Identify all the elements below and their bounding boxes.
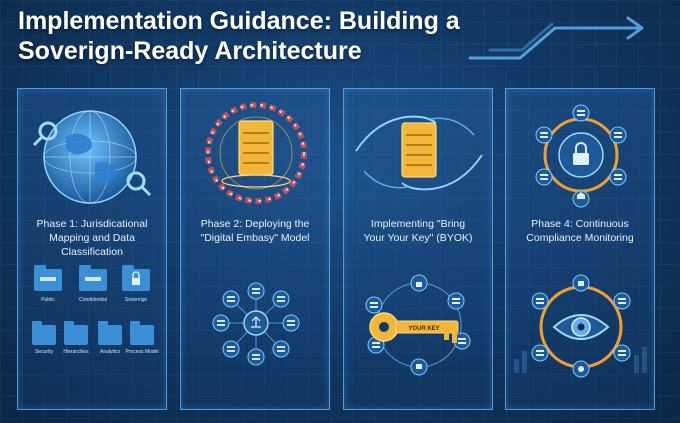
globe-icon	[32, 110, 152, 204]
key-network-icon: YOUR KEY	[365, 274, 471, 376]
phase-3-caption: Implementing "Bring Your Your Key" (BYOK…	[344, 217, 492, 245]
phase-1-subtitle: Mapping and Data Classification	[49, 232, 135, 258]
phase-2-title: Phase 2: Deploying the	[200, 218, 310, 230]
key-label: YOUR KEY	[408, 326, 439, 332]
folder-icon: Security	[32, 321, 56, 355]
phase-2-caption: Phase 2: Deploying the "Digital Embasy" …	[181, 217, 329, 245]
server-hands-icon	[355, 115, 483, 191]
folder-label-public: Public	[41, 297, 55, 303]
server-flags-icon	[205, 102, 307, 204]
phase-4-subtitle: Compliance Monitoring	[526, 232, 634, 244]
folder-lock-icon: Sovereign	[122, 265, 150, 303]
folder-label-hierarchies: Hierarchies	[63, 349, 89, 355]
folder-label-confidential: Condidential	[79, 297, 107, 303]
phase-4-title: Phase 4: Continuous	[531, 218, 629, 230]
progress-arrows-icon	[468, 16, 644, 60]
folder-icon: Process Model	[125, 321, 159, 355]
phase-1-panel: Phase 1: Jurisdicational Mapping and Dat…	[17, 88, 167, 410]
phase-4-caption: Phase 4: Continuous Compliance Monitorin…	[506, 217, 654, 245]
phase-3-subtitle: Your Your Key" (BYOK)	[363, 232, 473, 244]
key-icon: YOUR KEY	[369, 312, 459, 343]
server-network-icon	[212, 282, 300, 366]
phase-3-panel: Implementing "Bring Your Your Key" (BYOK…	[343, 88, 493, 410]
folder-icon: Analytics	[98, 321, 122, 355]
folder-icon: Public	[34, 265, 62, 303]
phase-4-panel: Phase 4: Continuous Compliance Monitorin…	[505, 88, 655, 410]
eye-monitoring-icon	[514, 274, 647, 378]
phase-3-title: Implementing "Bring	[370, 218, 466, 230]
page-title: Implementation Guidance: Building a Sove…	[18, 6, 538, 66]
phase-2-panel: Phase 2: Deploying the "Digital Embasy" …	[180, 88, 330, 410]
phase-1-caption: Phase 1: Jurisdicational Mapping and Dat…	[18, 217, 166, 259]
folder-icon: Hierarchies	[63, 321, 89, 355]
title-line-2: Soverign-Ready Architecture	[18, 37, 362, 65]
phase-2-subtitle: "Digital Embasy" Model	[200, 232, 310, 244]
folder-grid: Public Condidential Sovereign Security H…	[32, 265, 159, 355]
phase-1-title: Phase 1: Jurisdicational	[36, 218, 148, 230]
folder-icon: Condidential	[79, 265, 107, 303]
title-line-1: Implementation Guidance: Building a	[18, 7, 460, 35]
lock-network-icon	[535, 104, 627, 208]
folder-label-analytics: Analytics	[100, 349, 121, 355]
folder-label-sovereign: Sovereign	[125, 297, 148, 303]
folder-label-process-model: Process Model	[125, 349, 158, 355]
folder-label-security: Security	[35, 349, 54, 355]
